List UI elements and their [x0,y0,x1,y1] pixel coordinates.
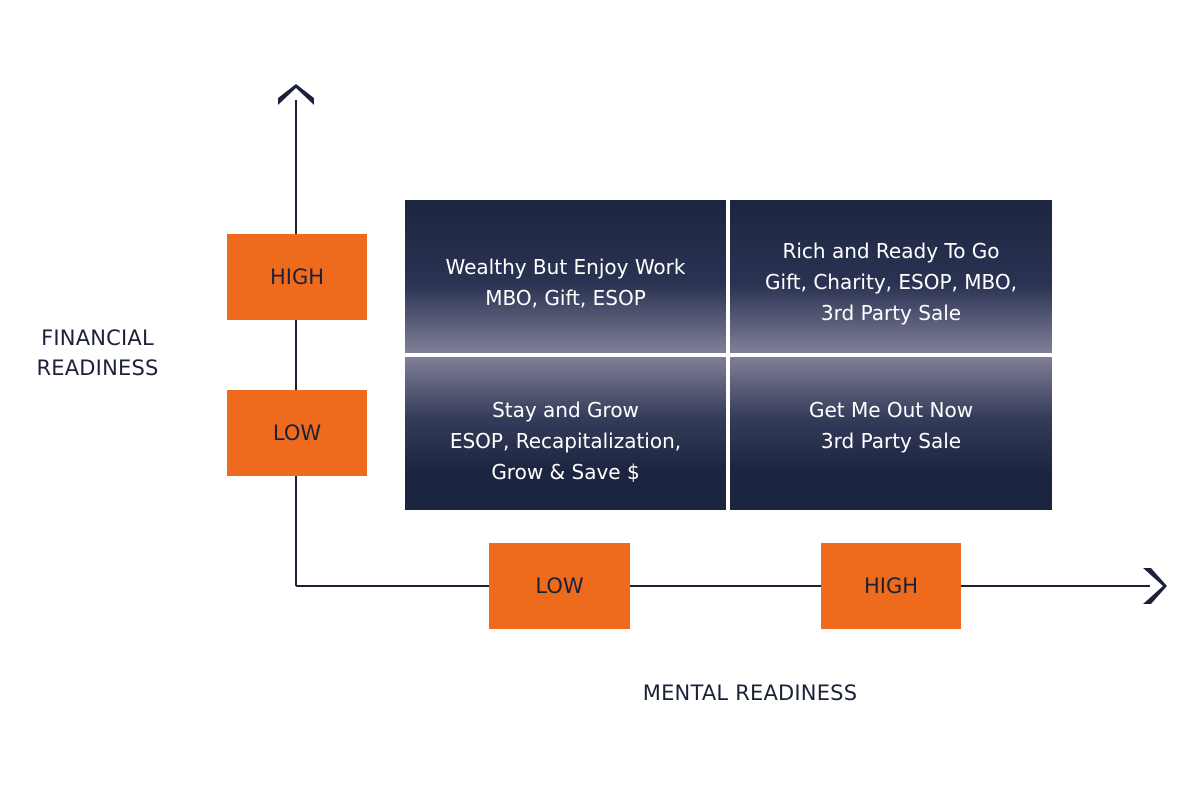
y-axis-high-label: HIGH [227,234,367,320]
x-axis-high-label: HIGH [821,543,961,629]
quadrant-top-right: Rich and Ready To Go Gift, Charity, ESOP… [730,200,1052,353]
quadrant-top-right-options-line-2: 3rd Party Sale [820,301,962,325]
readiness-matrix: Wealthy But Enjoy Work MBO, Gift, ESOP R… [405,200,1052,510]
quadrant-bottom-right-title: Get Me Out Now [808,398,974,422]
quadrant-bottom-left-options-line-2: Grow & Save $ [491,460,640,484]
y-axis-title: FINANCIAL READINESS [36,326,159,380]
quadrant-top-right-title: Rich and Ready To Go [782,239,1000,263]
quadrant-bottom-right-options: 3rd Party Sale [820,429,962,453]
quadrant-top-left-title: Wealthy But Enjoy Work [445,255,686,279]
x-axis-title: MENTAL READINESS [642,681,858,705]
quadrant-top-left-options: MBO, Gift, ESOP [485,286,646,310]
x-axis-arrow-icon [1143,568,1167,604]
x-axis-low-label: LOW [489,543,630,629]
quadrant-bottom-left: Stay and Grow ESOP, Recapitalization, Gr… [405,357,726,510]
quadrant-bottom-right: Get Me Out Now 3rd Party Sale [730,357,1052,510]
y-axis-arrow-icon [278,84,314,105]
quadrant-bottom-left-title: Stay and Grow [492,398,639,422]
y-axis-low-label: LOW [227,390,367,476]
quadrant-top-right-options-line-1: Gift, Charity, ESOP, MBO, [765,270,1017,294]
quadrant-top-left: Wealthy But Enjoy Work MBO, Gift, ESOP [405,200,726,353]
quadrant-bottom-left-options-line-1: ESOP, Recapitalization, [449,429,682,453]
